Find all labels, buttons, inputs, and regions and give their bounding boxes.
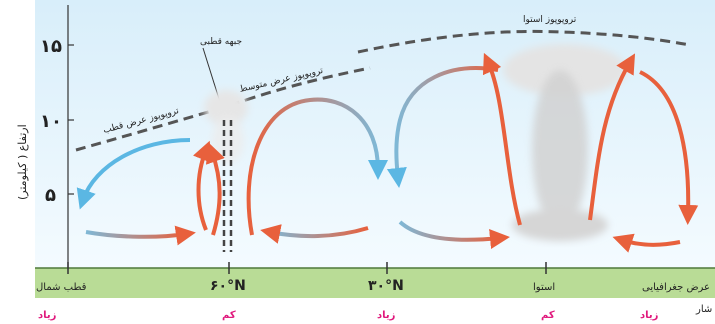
polar-cell-surface-arrow — [85, 225, 196, 246]
equator-right-surface-arrow — [612, 233, 681, 253]
pressure-label-30: زیاد — [377, 310, 396, 321]
pressure-label-equator: کم — [541, 310, 555, 321]
ground-strip — [35, 268, 715, 298]
polar-front-label: جبهه قطبی — [200, 37, 242, 47]
x-tick-equator: استوا — [533, 282, 555, 293]
pressure-label-60: کم — [222, 310, 236, 321]
ferrel-cell-upper-arrow — [246, 97, 388, 236]
equator-cloud-top — [503, 44, 627, 96]
x-axis-title: عرض جغرافیایی — [642, 282, 710, 293]
pressure-label-right: زیاد — [640, 310, 659, 321]
pressure-label-pole: زیاد — [38, 310, 57, 321]
y-tick-10: ۱۰ — [40, 111, 62, 132]
y-axis-label: (ارتفاع ( کیلومتر — [16, 124, 29, 200]
y-tick-5: ۵ — [45, 185, 56, 206]
equator-tropopause-label: تروپوپوز استوا — [523, 15, 577, 25]
hadley-cell-rising-arrow — [482, 52, 522, 226]
equator-right-rising-arrow — [588, 53, 636, 221]
hadley-cell-surface-arrow — [398, 220, 510, 249]
ferrel-cell-surface-arrow — [260, 224, 369, 244]
equator-right-descending-arrow — [639, 70, 699, 225]
x-axis-edge-label: شار — [695, 304, 712, 315]
mid-lat-tropopause-line — [245, 66, 371, 102]
equator-cloud-column — [532, 70, 588, 230]
polar-cell-descending-arrow — [76, 138, 191, 210]
x-tick-60N: ۶۰°N — [210, 278, 246, 294]
sky-background — [35, 0, 715, 268]
polar-front-cloud — [204, 90, 248, 126]
ferrel-cell-left-rising-arrow — [205, 142, 225, 236]
equator-cloud-base — [512, 209, 608, 241]
x-tick-30N: ۳۰°N — [368, 278, 404, 294]
equator-tropopause-line — [357, 29, 691, 54]
hadley-cell-upper-arrow — [386, 66, 499, 188]
y-tick-15: ۱۵ — [40, 36, 62, 57]
polar-cell-rising-arrow — [193, 140, 212, 231]
x-tick-north-pole: قطب شمال — [36, 282, 87, 293]
polar-front-cloud-lower — [212, 116, 244, 164]
